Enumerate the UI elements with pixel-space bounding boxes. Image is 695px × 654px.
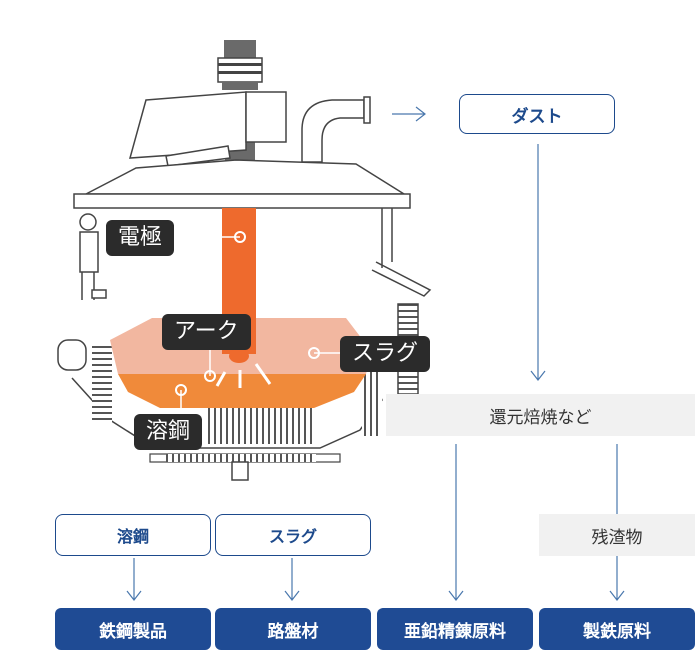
road-material-box: 路盤材 bbox=[215, 608, 371, 650]
molten-steel-label: 溶鋼 bbox=[134, 414, 203, 450]
zinc-lead-material-box: 亜鉛精錬原料 bbox=[377, 608, 533, 650]
flow-arrows bbox=[126, 106, 625, 601]
ironmaking-material-box: 製鉄原料 bbox=[539, 608, 695, 650]
slag-label: スラグ bbox=[340, 336, 431, 372]
molten-steel-bath bbox=[118, 374, 366, 408]
electrode-arm bbox=[128, 91, 247, 159]
residue-box: 残渣物 bbox=[539, 514, 695, 556]
arc-spark bbox=[215, 363, 272, 388]
electrode-marker bbox=[234, 231, 246, 243]
electrode-label: 電極 bbox=[106, 220, 175, 256]
furnace-roof bbox=[85, 159, 407, 195]
steel-products-box: 鉄鋼製品 bbox=[55, 608, 211, 650]
left-panel bbox=[92, 344, 112, 424]
molten-steel-source-box: 溶鋼 bbox=[55, 514, 211, 556]
slag-marker bbox=[308, 347, 320, 359]
dust-box: ダスト bbox=[459, 94, 615, 134]
arc-marker bbox=[204, 370, 216, 382]
reduction-roasting-box: 還元焙焼など bbox=[386, 394, 695, 436]
furnace-hearth bbox=[149, 408, 341, 481]
steel-marker bbox=[175, 384, 187, 396]
arc-label: アーク bbox=[162, 314, 251, 350]
electrode-column bbox=[217, 40, 263, 162]
operator-figure bbox=[79, 213, 107, 300]
exhaust-duct bbox=[301, 99, 365, 163]
slag-source-box: スラグ bbox=[215, 514, 371, 556]
